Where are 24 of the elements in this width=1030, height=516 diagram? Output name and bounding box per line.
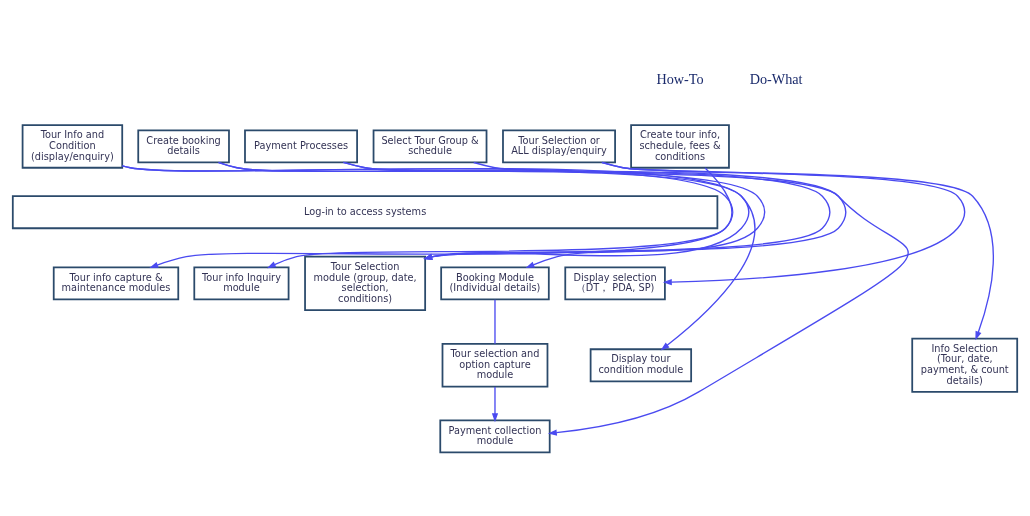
node-box: Info Selection (Tour, date, payment, & count details) <box>911 337 1019 393</box>
arrow <box>601 161 994 340</box>
node-box: Create booking details <box>137 129 230 163</box>
node-box: Display selection （DT， PDA, SP) <box>564 266 666 300</box>
node-box: Display tour condition module <box>589 347 693 382</box>
node-box: Create tour info, schedule, fees & conditions <box>630 123 730 169</box>
arrow <box>423 161 847 260</box>
arrow <box>491 385 499 422</box>
node-box: Tour Info and Condition (display/enquiry) <box>21 123 124 169</box>
node-box: Tour selection and option capture module <box>441 342 549 387</box>
label: How-To <box>656 70 704 87</box>
node-box: Payment collection module <box>439 419 551 453</box>
node-box: Tour info capture & maintenance modules <box>52 266 180 300</box>
arrow <box>121 164 756 350</box>
node-box: Tour Selection module (group, date, selection, conditions) <box>304 255 427 311</box>
node-box: Booking Module (Individual details) <box>440 266 550 300</box>
arrow <box>342 161 909 436</box>
node-box: Log-in to access systems <box>11 194 719 229</box>
node-box: Tour Selection or ALL display/enquiry <box>502 129 616 163</box>
label: Do-What <box>749 70 803 87</box>
node-box: Payment Processes <box>244 129 358 163</box>
node-box: Tour info Inquiry module <box>193 266 290 300</box>
connector <box>494 298 496 344</box>
node-box: Select Tour Group & schedule <box>372 129 488 163</box>
